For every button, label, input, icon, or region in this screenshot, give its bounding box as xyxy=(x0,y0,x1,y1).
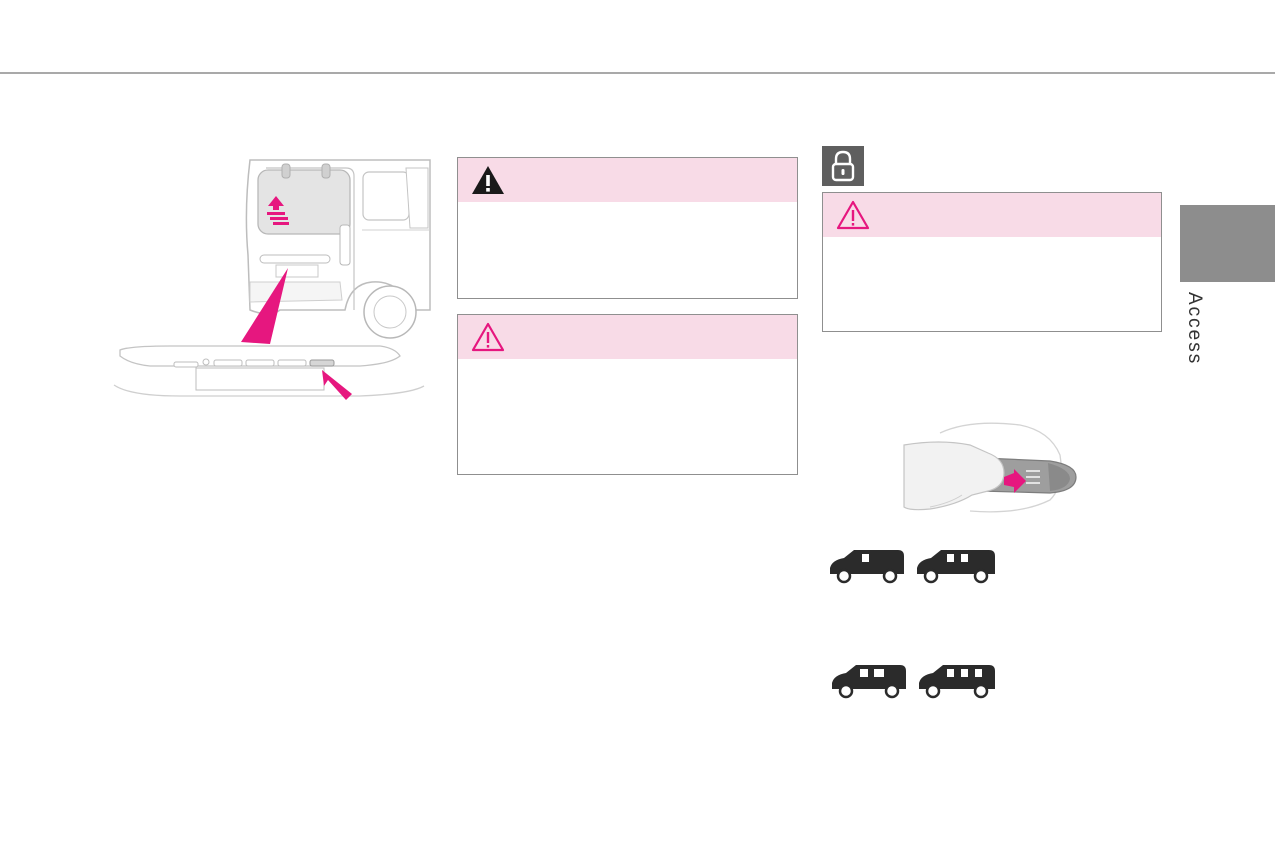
lock-caution-warning-box xyxy=(822,192,1162,332)
warning-triangle-filled-icon xyxy=(472,166,504,194)
warning-triangle-outline-icon xyxy=(471,322,505,352)
header-rule xyxy=(0,72,1275,74)
caution-warning-header xyxy=(458,315,797,359)
danger-warning-header xyxy=(458,158,797,202)
vehicle-short-2-doors-icon xyxy=(915,548,997,589)
section-tab xyxy=(1180,205,1275,282)
door-handle-illustration xyxy=(900,415,1085,520)
danger-warning-box xyxy=(457,157,798,299)
tailgate-illustration xyxy=(110,150,435,405)
lock-caution-warning-header xyxy=(823,193,1161,237)
vehicle-long-2-doors-icon xyxy=(917,663,997,704)
vehicle-short-1-door-icon xyxy=(828,548,906,589)
warning-triangle-outline-icon xyxy=(836,200,870,230)
lock-section-badge xyxy=(822,146,864,186)
section-tab-label: Access xyxy=(1184,292,1205,366)
vehicle-long-1-door-icon xyxy=(830,663,908,704)
padlock-icon xyxy=(831,150,855,182)
caution-warning-box xyxy=(457,314,798,475)
